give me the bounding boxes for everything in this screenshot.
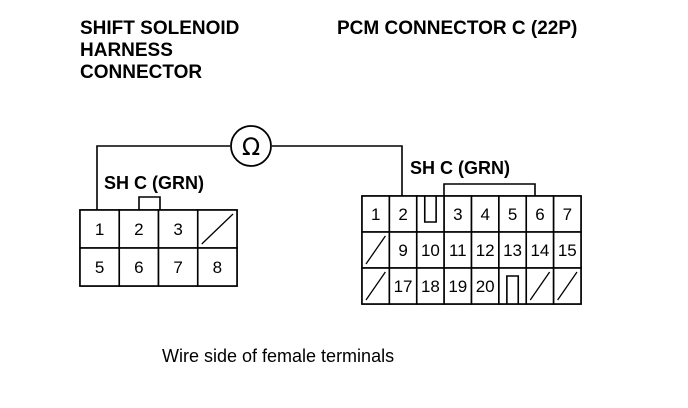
pcm-terminal-10-number: 10 (421, 241, 440, 260)
pcm-terminal-3-number: 3 (453, 205, 462, 224)
pcm-terminal-5-number: 5 (508, 205, 517, 224)
pcm-terminal-13-number: 13 (503, 241, 522, 260)
shift-solenoid-connector: 1 2 3 5 6 7 8 (79, 196, 238, 287)
pcm-terminal-12-number: 12 (476, 241, 495, 260)
pcm-terminal-14-number: 14 (530, 241, 549, 260)
pcm-terminal-7: 7 (552, 195, 582, 233)
left-terminal-3-number: 3 (173, 220, 182, 239)
pcm-terminal-2-number: 2 (398, 205, 407, 224)
left-terminal-5: 5 (79, 247, 121, 287)
left-terminal-7-number: 7 (173, 258, 182, 277)
pcm-terminal-7-number: 7 (563, 205, 572, 224)
left-terminal-3: 3 (157, 209, 199, 249)
right-connector-label: SH C (GRN) (410, 158, 510, 178)
right-probe-wire (272, 145, 403, 196)
left-title-line-3: CONNECTOR (80, 62, 202, 83)
pcm-empty-cavity (525, 267, 555, 305)
pcm-terminal-5: 5 (498, 195, 528, 233)
pcm-terminal-20-number: 20 (476, 277, 495, 296)
pcm-terminal-13: 13 (498, 231, 528, 269)
pcm-terminal-15: 15 (552, 231, 582, 269)
pcm-empty-cavity (361, 267, 391, 305)
pcm-terminal-11-number: 11 (449, 241, 467, 260)
pcm-terminal-6: 6 (525, 195, 555, 233)
connector-latch-slot (415, 195, 445, 233)
pcm-terminal-19: 19 (443, 267, 473, 305)
pcm-terminal-4: 4 (470, 195, 500, 233)
left-terminal-1-number: 1 (95, 220, 104, 239)
ohmmeter-icon: Ω (230, 125, 272, 167)
left-terminal-2: 2 (118, 209, 160, 249)
left-terminal-7: 7 (157, 247, 199, 287)
left-connector-label: SH C (GRN) (104, 173, 204, 193)
pcm-terminal-18-number: 18 (421, 277, 440, 296)
left-terminal-6-number: 6 (134, 258, 143, 277)
pcm-terminal-4-number: 4 (480, 205, 489, 224)
pcm-terminal-14: 14 (525, 231, 555, 269)
pcm-terminal-3: 3 (443, 195, 473, 233)
left-terminal-5-number: 5 (95, 258, 104, 277)
ohm-symbol: Ω (242, 133, 260, 161)
left-terminal-6: 6 (118, 247, 160, 287)
left-empty-cavity (196, 209, 238, 249)
left-terminal-8: 8 (196, 247, 238, 287)
pcm-terminal-15-number: 15 (558, 241, 577, 260)
left-probe-wire (96, 145, 230, 210)
pcm-terminal-10: 10 (415, 231, 445, 269)
right-title: PCM CONNECTOR C (22P) (337, 18, 577, 39)
pcm-terminal-9-number: 9 (398, 241, 407, 260)
pcm-terminal-20: 20 (470, 267, 500, 305)
pcm-terminal-17-number: 17 (394, 277, 413, 296)
left-terminal-1: 1 (79, 209, 121, 249)
pcm-terminal-2: 2 (388, 195, 418, 233)
pcm-terminal-9: 9 (388, 231, 418, 269)
left-terminal-8-number: 8 (213, 258, 222, 277)
pcm-terminal-17: 17 (388, 267, 418, 305)
connector-latch-slot-bottom (498, 267, 528, 305)
pcm-terminal-19-number: 19 (448, 277, 467, 296)
pcm-empty-cavity (361, 231, 391, 269)
pcm-terminal-12: 12 (470, 231, 500, 269)
left-terminal-2-number: 2 (134, 220, 143, 239)
pcm-terminal-11: 11 (443, 231, 473, 269)
pcm-empty-cavity (552, 267, 582, 305)
caption: Wire side of female terminals (162, 346, 394, 366)
pcm-terminal-6-number: 6 (535, 205, 544, 224)
pcm-terminal-18: 18 (415, 267, 445, 305)
left-title-line-1: SHIFT SOLENOID (80, 18, 239, 39)
pcm-terminal-1-number: 1 (371, 205, 380, 224)
left-title-line-2: HARNESS (80, 40, 173, 61)
pcm-terminal-1: 1 (361, 195, 391, 233)
